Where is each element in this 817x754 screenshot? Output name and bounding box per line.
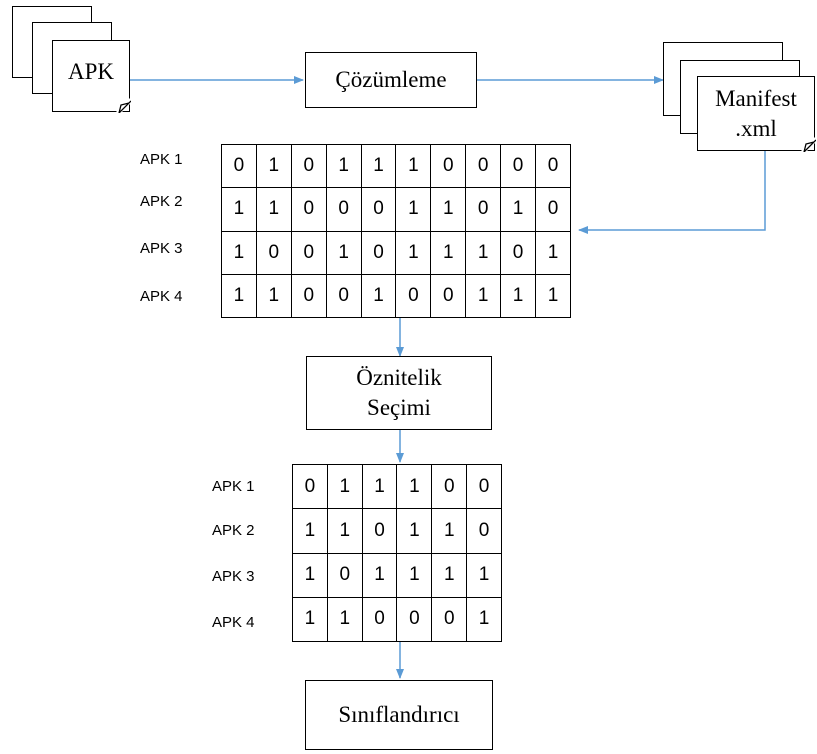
matrix-cell: 0 [360, 230, 397, 275]
matrix-cell: 0 [500, 230, 537, 275]
apk-doc-front: APK [52, 40, 131, 113]
matrix-cell: 1 [500, 187, 537, 232]
matrix-cell: 1 [430, 230, 467, 275]
full-matrix-row-label: APK 3 [140, 240, 183, 257]
full-matrix-row-label: APK 4 [140, 288, 183, 305]
matrix-cell: 1 [360, 143, 397, 189]
matrix-cell: 0 [430, 273, 467, 319]
matrix-cell: 1 [431, 552, 468, 598]
matrix-cell: 0 [465, 143, 502, 189]
matrix-cell: 1 [221, 230, 257, 275]
matrix-cell: 0 [255, 230, 292, 275]
matrix-cell: 1 [255, 143, 292, 189]
matrix-cell: 1 [292, 552, 328, 598]
matrix-cell: 0 [290, 143, 327, 189]
arrow-manifest-to-matrix [578, 150, 766, 234]
feature-selection-box: Öznitelik Seçimi [306, 356, 492, 430]
manifest-label-line1: Manifest [715, 85, 797, 111]
page-fold-icon [115, 97, 131, 113]
matrix-cell: 1 [255, 273, 292, 319]
matrix-cell: 1 [325, 230, 362, 275]
matrix-cell: 1 [466, 552, 502, 598]
page-fold-icon [800, 136, 816, 152]
manifest-label-line2: .xml [735, 115, 777, 141]
matrix-cell: 1 [395, 187, 432, 232]
matrix-cell: 0 [292, 463, 328, 510]
selected-matrix-row-label: APK 1 [212, 478, 255, 495]
matrix-cell: 0 [396, 596, 433, 643]
matrix-cell: 1 [431, 508, 468, 554]
decompile-box: Çözümleme [305, 52, 477, 108]
matrix-cell: 0 [360, 187, 397, 232]
matrix-cell: 1 [326, 508, 363, 554]
matrix-cell: 1 [361, 463, 398, 510]
matrix-cell: 1 [325, 143, 362, 189]
matrix-cell: 1 [221, 187, 257, 232]
matrix-cell: 1 [395, 230, 432, 275]
matrix-cell: 0 [465, 187, 502, 232]
decompile-label: Çözümleme [335, 67, 447, 92]
matrix-cell: 0 [361, 596, 398, 643]
selected-matrix-row-label: APK 2 [212, 522, 255, 539]
matrix-cell: 1 [500, 273, 537, 319]
matrix-cell: 1 [326, 463, 363, 510]
matrix-cell: 1 [221, 273, 257, 319]
matrix-cell: 0 [290, 273, 327, 319]
feature-selection-label-line1: Öznitelik [356, 365, 442, 390]
selected-matrix-row-label: APK 4 [212, 614, 255, 631]
matrix-cell: 1 [395, 143, 432, 189]
full-matrix-row-label: APK 2 [140, 193, 183, 210]
matrix-cell: 0 [500, 143, 537, 189]
selected-matrix-row-label: APK 3 [212, 568, 255, 585]
matrix-cell: 0 [395, 273, 432, 319]
matrix-cell: 0 [221, 143, 257, 189]
feature-selection-label-line2: Seçimi [367, 395, 431, 420]
matrix-cell: 0 [466, 463, 502, 510]
matrix-cell: 0 [431, 463, 468, 510]
full-matrix-row-label: APK 1 [140, 151, 183, 168]
matrix-cell: 1 [466, 596, 502, 643]
matrix-cell: 0 [326, 552, 363, 598]
matrix-cell: 0 [290, 230, 327, 275]
matrix-cell: 1 [396, 552, 433, 598]
matrix-cell: 1 [535, 273, 571, 319]
matrix-cell: 0 [466, 508, 502, 554]
matrix-cell: 0 [430, 143, 467, 189]
classifier-box: Sınıflandırıcı [305, 680, 493, 750]
matrix-cell: 1 [292, 596, 328, 643]
matrix-cell: 0 [535, 143, 571, 189]
matrix-cell: 1 [396, 508, 433, 554]
matrix-cell: 0 [535, 187, 571, 232]
matrix-cell: 0 [431, 596, 468, 643]
matrix-cell: 1 [360, 273, 397, 319]
matrix-cell: 1 [465, 273, 502, 319]
matrix-cell: 1 [255, 187, 292, 232]
matrix-cell: 1 [465, 230, 502, 275]
matrix-cell: 0 [325, 187, 362, 232]
classifier-label: Sınıflandırıcı [338, 702, 460, 727]
matrix-cell: 1 [430, 187, 467, 232]
matrix-cell: 0 [290, 187, 327, 232]
matrix-cell: 0 [325, 273, 362, 319]
matrix-cell: 1 [361, 552, 398, 598]
matrix-cell: 1 [326, 596, 363, 643]
matrix-cell: 0 [361, 508, 398, 554]
matrix-cell: 1 [535, 230, 571, 275]
apk-label: APK [67, 59, 114, 84]
matrix-cell: 1 [292, 508, 328, 554]
matrix-cell: 1 [396, 463, 433, 510]
manifest-doc-front: Manifest .xml [697, 76, 816, 152]
